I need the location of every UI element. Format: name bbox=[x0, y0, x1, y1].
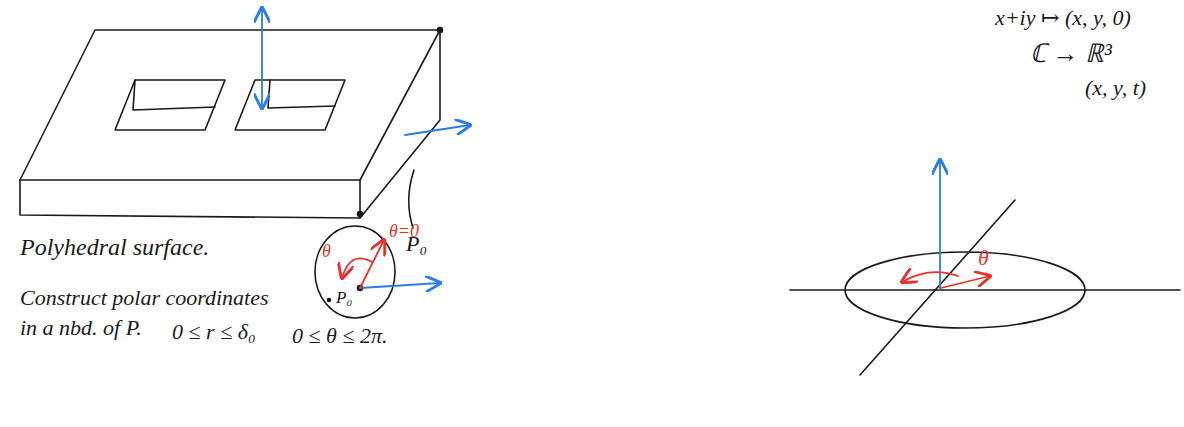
angle-zero-ray bbox=[360, 240, 384, 288]
range-text: 0 ≤ θ ≤ 2π. bbox=[292, 322, 387, 350]
normal-arrow bbox=[261, 8, 263, 108]
hole-depth bbox=[268, 80, 335, 108]
vertex-dot bbox=[438, 28, 443, 33]
hole bbox=[235, 80, 345, 130]
slab-front-face bbox=[20, 180, 360, 218]
horizontal-line bbox=[790, 289, 1180, 291]
oblique-line bbox=[860, 200, 1015, 375]
disc bbox=[845, 252, 1085, 328]
mapping-spaces: ℂ → ℝ³ bbox=[1030, 38, 1112, 71]
angle-zero-ray bbox=[941, 276, 990, 288]
normal-arrow bbox=[939, 160, 941, 289]
mapping-formula: x+iy ↦ (x, y, 0) bbox=[995, 4, 1131, 32]
hole-depth bbox=[133, 80, 215, 110]
slab-right-face bbox=[360, 30, 440, 218]
neighbourhood bbox=[315, 226, 395, 318]
vertex-dot bbox=[358, 212, 363, 217]
note-text: Polyhedral surface. bbox=[20, 232, 209, 262]
slab-top-face bbox=[20, 30, 440, 180]
point bbox=[328, 299, 331, 302]
hole bbox=[115, 80, 225, 130]
normal-arrow bbox=[405, 125, 470, 135]
angle-label: θ bbox=[322, 240, 331, 263]
leader-line bbox=[409, 170, 414, 228]
angle-arc bbox=[902, 272, 958, 282]
coordinates: (x, y, t) bbox=[1085, 74, 1146, 102]
range-text: 0 ≤ r ≤ δ₀ bbox=[172, 318, 256, 346]
point-name: P₀ bbox=[336, 287, 352, 308]
normal-arrow bbox=[360, 283, 440, 288]
angle-arc bbox=[342, 258, 372, 278]
angle-label: θ=0 bbox=[389, 220, 419, 243]
angle-label: θ bbox=[978, 244, 989, 272]
